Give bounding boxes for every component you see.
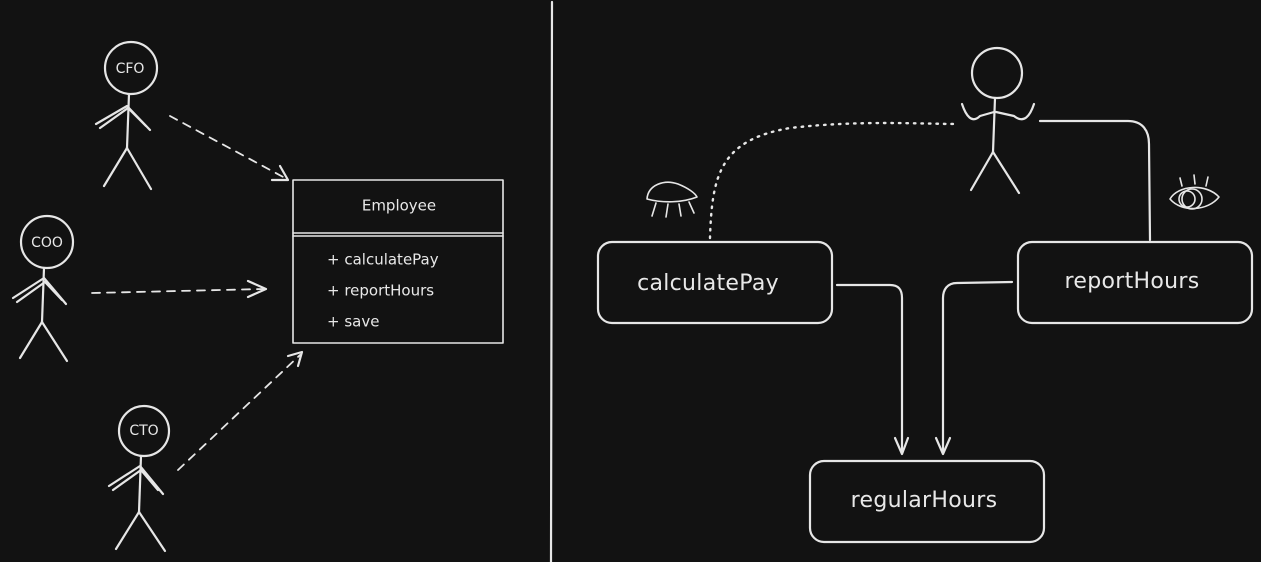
actor-cto-head: [117, 404, 171, 458]
actor-cfo: CFO: [94, 40, 159, 191]
node-calculate-pay: calculatePay: [596, 240, 834, 325]
actor-cto: CTO: [107, 404, 171, 553]
actor-shrug: [960, 46, 1036, 195]
arrow-cfo-to-employee: [169, 115, 290, 182]
connector-actor-report-hours: [1038, 119, 1152, 242]
node-report-hours-border: [1016, 240, 1254, 325]
connector-actor-calculate-pay: [708, 121, 960, 240]
node-report-hours: reportHours: [1016, 240, 1254, 325]
method-calculate-pay: + calculatePay: [327, 251, 439, 269]
actor-shrug-head: [970, 46, 1024, 100]
eye-icon: [646, 181, 698, 218]
method-save: + save: [327, 313, 379, 331]
arrow-cto-to-employee: [177, 350, 304, 471]
node-regular-hours-border: [808, 459, 1046, 544]
employee-class-title: Employee: [362, 197, 436, 215]
actor-cfo-label: CFO: [116, 61, 145, 77]
employee-class-box: Employee + calculatePay + reportHours + …: [292, 179, 504, 344]
eye-icon: [1169, 174, 1220, 210]
node-regular-hours: regularHours: [808, 459, 1046, 544]
arrow-report-hours-to-regular-hours: [934, 280, 1014, 456]
actor-coo: COO: [11, 214, 75, 363]
panel-divider: [549, 0, 554, 562]
actor-coo-label: COO: [31, 235, 63, 251]
node-calculate-pay-border: [596, 240, 834, 325]
arrow-calculate-pay-to-regular-hours: [835, 283, 910, 456]
arrow-coo-to-employee: [91, 279, 268, 299]
node-report-hours-label: reportHours: [1065, 269, 1200, 294]
node-calculate-pay-label: calculatePay: [637, 271, 779, 296]
method-report-hours: + reportHours: [327, 282, 434, 300]
actor-cfo-head: [103, 40, 159, 96]
actor-coo-head: [19, 214, 75, 270]
employee-class-border: [292, 179, 504, 344]
node-regular-hours-label: regularHours: [851, 488, 998, 513]
actor-cto-label: CTO: [129, 423, 158, 439]
